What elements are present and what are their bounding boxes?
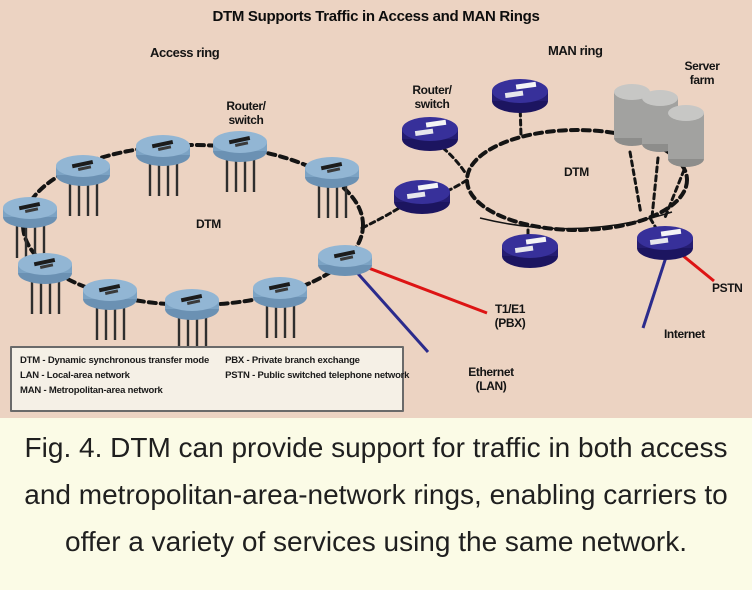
access-node <box>318 245 372 276</box>
man-node <box>637 226 693 260</box>
link-server1 <box>628 150 643 216</box>
legend-column-1: DTM - Dynamic synchronous transfer mode … <box>20 355 209 403</box>
internet-label: Internet <box>664 327 705 341</box>
access-node <box>213 131 267 192</box>
network-diagram: DTM Supports Traffic in Access and MAN R… <box>0 0 752 418</box>
access-ring-label: Access ring <box>150 45 220 60</box>
router-switch-man-label: Router/ switch <box>412 83 452 111</box>
dtm-access-label: DTM <box>196 217 221 231</box>
server-farm-label: Server farm <box>684 59 720 87</box>
ethernet-lan-label: Ethernet (LAN) <box>468 365 514 393</box>
man-node <box>402 117 458 151</box>
legend-entry-pstn: PSTN - Public switched telephone network <box>225 369 410 381</box>
t1e1-pbx-label: T1/E1 (PBX) <box>494 302 526 330</box>
legend-entry-man: MAN - Metropolitan-area network <box>20 384 163 396</box>
man-node <box>394 180 450 214</box>
access-node <box>83 279 137 340</box>
legend-entry-lan: LAN - Local-area network <box>20 369 130 381</box>
access-node <box>56 155 110 216</box>
pstn-label: PSTN <box>712 281 743 295</box>
access-node <box>253 277 307 338</box>
access-node <box>165 289 219 350</box>
legend-entry-dtm: DTM - Dynamic synchronous transfer mode <box>20 355 210 366</box>
link-server2 <box>650 156 660 219</box>
man-node <box>502 234 558 268</box>
access-node <box>18 253 72 314</box>
server-cylinder <box>668 105 704 167</box>
man-node <box>492 79 548 113</box>
ethernet-line <box>350 266 430 353</box>
access-node <box>136 135 190 196</box>
router-switch-access-label: Router/ switch <box>226 99 266 127</box>
abbreviation-legend: DTM - Dynamic synchronous transfer mode … <box>10 346 409 412</box>
link-server3 <box>662 168 686 222</box>
access-node <box>305 157 359 218</box>
t1e1-line <box>357 262 488 315</box>
man-ring-label: MAN ring <box>548 43 603 58</box>
figure-caption: Fig. 4. DTM can provide support for traf… <box>0 418 752 590</box>
ring-diagram-canvas <box>3 79 715 353</box>
dtm-man-label: DTM <box>564 165 589 179</box>
legend-column-2: PBX - Private branch exchange PSTN - Pub… <box>225 355 409 403</box>
diagram-title: DTM Supports Traffic in Access and MAN R… <box>212 8 540 25</box>
access-node <box>3 197 57 258</box>
legend-entry-pbx: PBX - Private branch exchange <box>225 355 360 366</box>
internet-line <box>641 253 669 329</box>
